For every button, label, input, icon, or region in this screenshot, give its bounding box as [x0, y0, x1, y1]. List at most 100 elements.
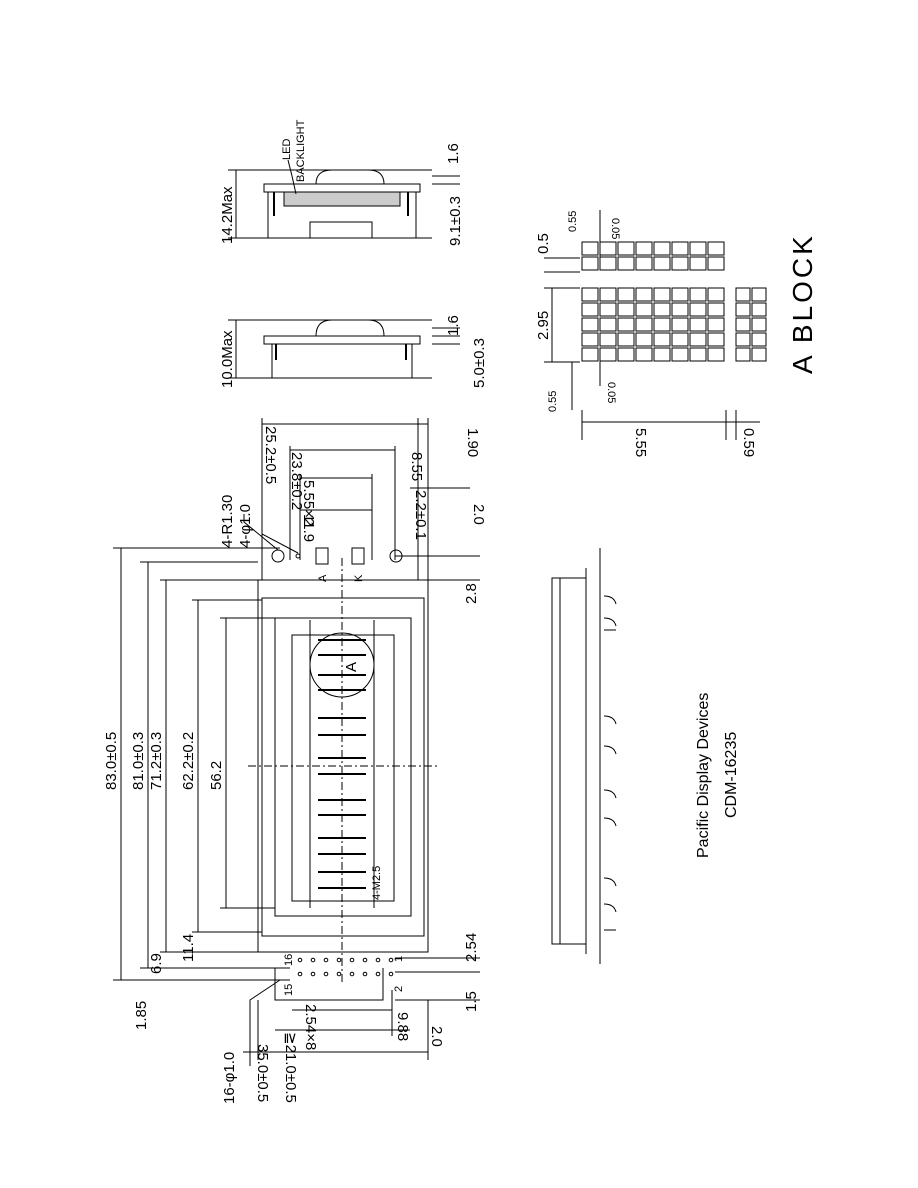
matrix-dot [581, 256, 599, 271]
dim-1-85: 1.85 [133, 1001, 150, 1030]
matrix-dot [653, 347, 671, 362]
dim-1-90: 1.90 [464, 428, 481, 457]
matrix-dot [689, 287, 707, 302]
matrix-dot [599, 241, 617, 256]
dim-1-6b: 1.6 [445, 143, 462, 164]
dim-11-4: 11.4 [180, 934, 197, 962]
matrix-dot [671, 332, 689, 347]
backlight-label: BACKLIGHT [295, 119, 307, 182]
dim-b-0-5: 0.5 [535, 233, 552, 254]
matrix-dot [751, 302, 767, 317]
mount-pin-hole [295, 553, 301, 559]
company-name: Pacific Display Devices [695, 693, 712, 858]
matrix-dot [617, 241, 635, 256]
dim-1-6a: 1.6 [445, 315, 462, 336]
matrix-dot [735, 347, 751, 362]
matrix-dot [707, 317, 725, 332]
connector-pins [274, 957, 394, 1001]
matrix-dot [689, 241, 707, 256]
matrix-dot [635, 347, 653, 362]
side-view-backlight: LED BACKLIGHT 14.2Max 1.6 9.1±0.3 [219, 119, 464, 246]
matrix-dot [617, 332, 635, 347]
dim-8-55: 8.55 [408, 452, 425, 481]
matrix-dot [599, 302, 617, 317]
side-view-standard: 10.0Max 1.6 5.0±0.3 [219, 315, 488, 388]
dim-b-2-95: 2.95 [535, 311, 552, 340]
matrix-dot [581, 241, 599, 256]
matrix-dot [599, 332, 617, 347]
matrix-dot [617, 256, 635, 271]
dim-5-55x2: 5.55×2 [300, 480, 317, 526]
dim-b-0-59: 0.59 [740, 428, 757, 457]
dim-hole-r: 4-R1.30 [219, 495, 236, 548]
matrix-dot [599, 317, 617, 332]
matrix-dot [581, 347, 599, 362]
dim-6-9: 6.9 [148, 953, 165, 974]
matrix-dot [707, 287, 725, 302]
model-number: CDM-16235 [723, 732, 740, 818]
dim-char-span: 56.2 [208, 761, 225, 790]
matrix-dot [751, 332, 767, 347]
matrix-dot [735, 302, 751, 317]
matrix-dot [671, 317, 689, 332]
matrix-dot [617, 347, 635, 362]
matrix-dot [653, 332, 671, 347]
matrix-dot [599, 287, 617, 302]
dim-b-0-05a: 0.05 [609, 218, 621, 239]
front-view: A A K 4-M2.5 16 15 1 2 [248, 547, 440, 1001]
dim-pins-span: 2.54×8 [302, 1004, 319, 1050]
matrix-dot [735, 332, 751, 347]
bottom-side-view [551, 548, 617, 964]
matrix-dot [617, 302, 635, 317]
matrix-dot [751, 317, 767, 332]
pin-15-label: 15 [283, 984, 295, 996]
cursor-line-row [581, 241, 725, 271]
a-block-dimensions: 0.5 2.95 0.55 0.55 5.55 0.59 0.05 0.05 A… [535, 210, 818, 457]
dim-10max: 10.0Max [219, 330, 236, 388]
matrix-dot [635, 241, 653, 256]
matrix-dot [653, 256, 671, 271]
dim-pin-holes: 16-φ1.0 [221, 1052, 238, 1104]
matrix-dot [635, 256, 653, 271]
matrix-dot [599, 347, 617, 362]
led-a-label: A [317, 574, 329, 582]
dim-width-overall: 35.0±0.5 [254, 1044, 271, 1102]
matrix-dot [653, 317, 671, 332]
matrix-dot [635, 332, 653, 347]
dim-b-0-55a: 0.55 [567, 211, 579, 232]
matrix-dot [635, 287, 653, 302]
led-backlight-layer [283, 191, 401, 207]
matrix-dot [735, 317, 751, 332]
dim-2-8: 2.8 [463, 583, 480, 604]
pin-2-label: 2 [393, 986, 405, 992]
dim-25: 25.2±0.5 [262, 426, 279, 484]
matrix-dot [671, 302, 689, 317]
matrix-dot [653, 302, 671, 317]
dim-2-0b: 2.0 [470, 504, 487, 525]
matrix-dot [617, 287, 635, 302]
matrix-dot [689, 347, 707, 362]
dim-viewing-area: 71.2±0.3 [148, 732, 165, 790]
dim-2-54: 2.54 [463, 933, 480, 962]
dim-b-0-55: 0.55 [547, 391, 559, 412]
matrix-dot [617, 317, 635, 332]
dim-b-0-05b: 0.05 [605, 382, 617, 403]
matrix-dot [653, 241, 671, 256]
dim-23-8: 23.8±0.2 [288, 452, 305, 510]
matrix-dot [689, 302, 707, 317]
matrix-dot [707, 332, 725, 347]
matrix-dot [707, 256, 725, 271]
dim-2-2: 2.2±0.1 [412, 490, 429, 540]
callout-a-label: A [343, 662, 360, 672]
matrix-dot [581, 287, 599, 302]
matrix-dot [707, 347, 725, 362]
matrix-dot [671, 347, 689, 362]
led-label: LED [281, 139, 293, 160]
dim-9-88: 9.88 [394, 1012, 411, 1041]
matrix-dot [581, 302, 599, 317]
matrix-dot [671, 287, 689, 302]
adjacent-char-matrix [735, 287, 767, 362]
pin-1-label: 1 [393, 956, 405, 962]
matrix-dot [735, 287, 751, 302]
